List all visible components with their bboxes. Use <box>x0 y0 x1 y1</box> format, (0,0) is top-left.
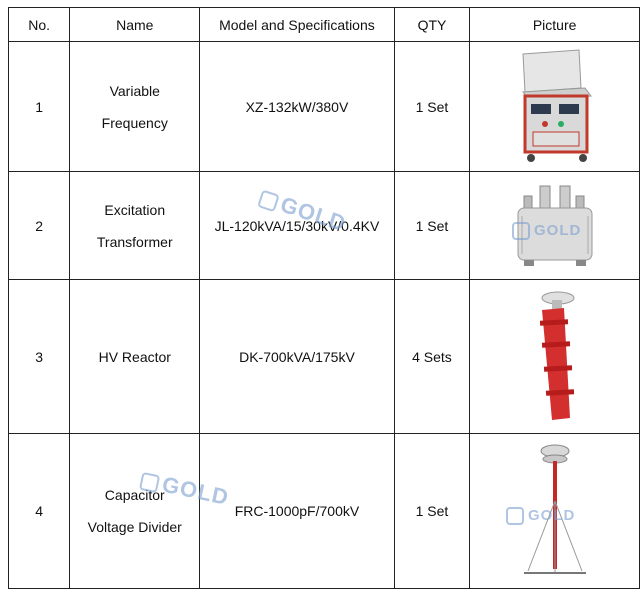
name-line: HV Reactor <box>98 348 171 365</box>
cell-qty: 1 Set <box>393 171 471 280</box>
cell-model: DK-700kVA/175kV <box>199 279 395 434</box>
cell-name: HV Reactor <box>69 279 201 434</box>
header-picture: Picture <box>469 7 640 42</box>
equipment-table: No. Name Model and Specifications QTY Pi… <box>7 7 640 589</box>
table-row: 3 HV Reactor DK-700kVA/175kV 4 Sets <box>7 279 640 434</box>
header-name: Name <box>69 7 201 42</box>
cell-no: 1 <box>7 41 71 172</box>
transformer-icon <box>517 185 593 266</box>
name-line: Frequency <box>101 114 168 131</box>
header-model: Model and Specifications <box>199 7 395 42</box>
name-line: Variable <box>109 82 160 99</box>
header-row: No. Name Model and Specifications QTY Pi… <box>7 7 640 42</box>
cell-picture <box>469 41 640 172</box>
cell-model: FRC-1000pF/700kV <box>199 433 395 589</box>
header-no: No. <box>7 7 71 42</box>
cell-qty: 4 Sets <box>393 279 471 434</box>
cell-no: 4 <box>7 433 71 589</box>
cell-picture <box>469 433 640 589</box>
name-line: Excitation <box>104 201 166 218</box>
reactor-icon <box>539 291 575 420</box>
voltage-divider-icon <box>523 444 586 574</box>
cell-qty: 1 Set <box>393 41 471 172</box>
header-qty: QTY <box>393 7 471 42</box>
name-line: Transformer <box>96 233 173 250</box>
name-line: Capacitor <box>104 487 165 503</box>
cell-no: 2 <box>7 171 71 280</box>
cell-model: XZ-132kW/380V <box>199 41 395 172</box>
cell-model: JL-120kVA/15/30kV/0.4KV <box>199 171 395 280</box>
cell-picture <box>469 279 640 434</box>
cell-picture <box>469 171 640 280</box>
name-line: Voltage Divider <box>87 519 182 535</box>
variable-frequency-cabinet-icon <box>521 48 592 162</box>
cell-no: 3 <box>7 279 71 434</box>
cell-qty: 1 Set <box>393 433 471 589</box>
